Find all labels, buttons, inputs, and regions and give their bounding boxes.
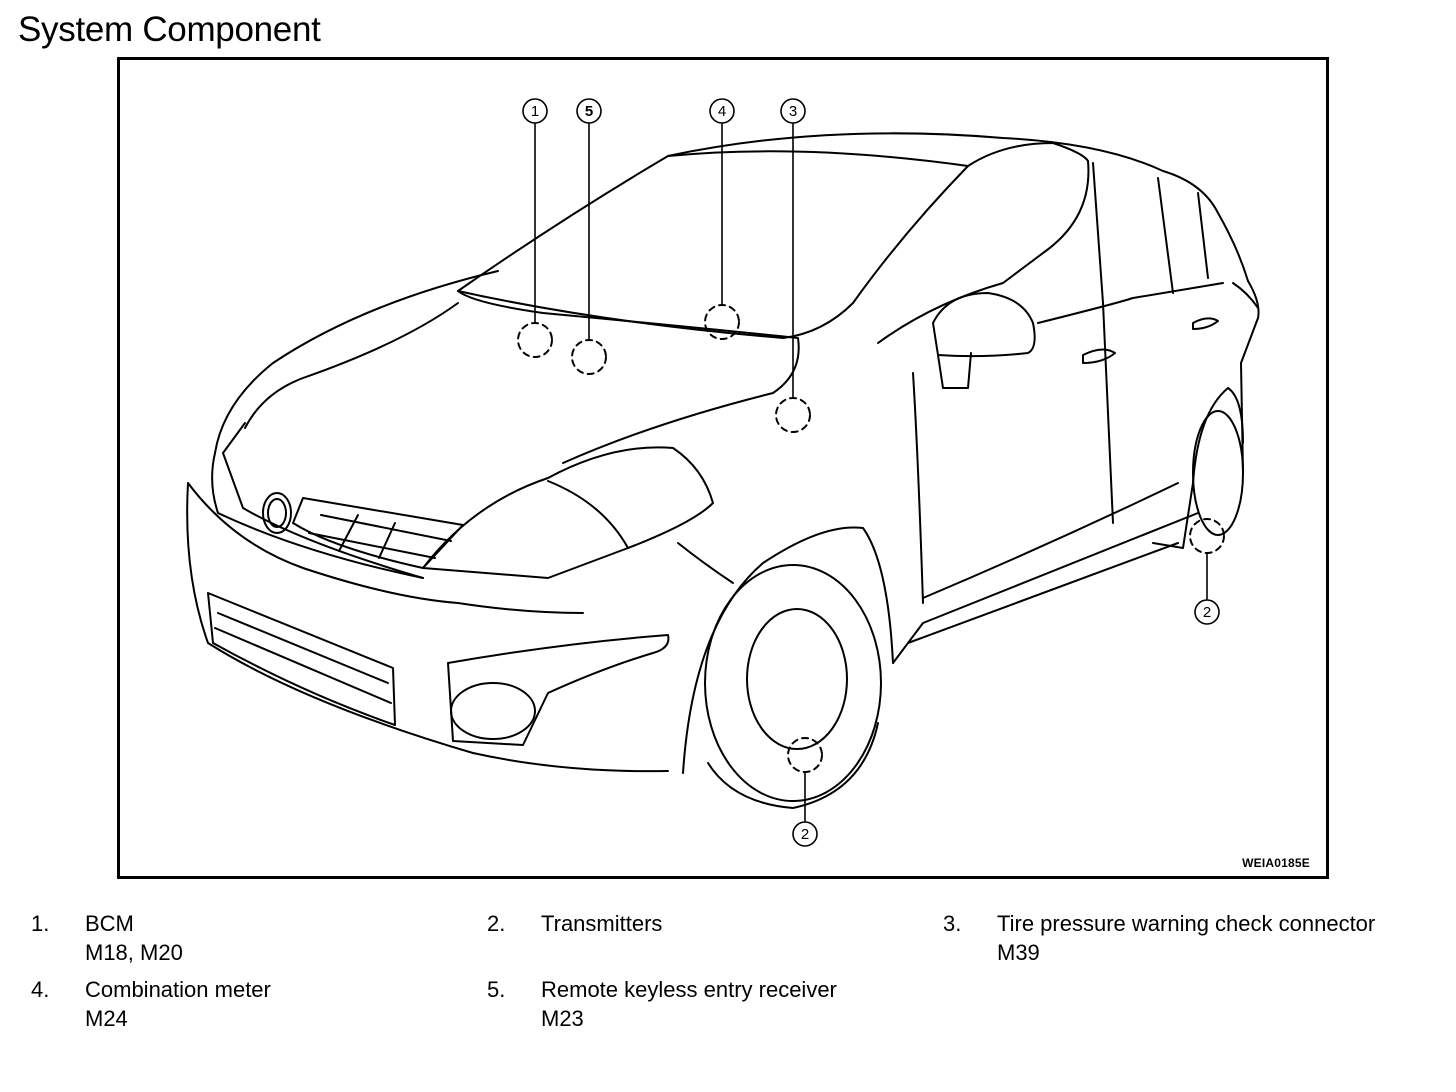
legend-codes: M39	[997, 940, 1040, 965]
car-illustration: 1 5 4 3 2 2	[186, 98, 1260, 847]
page-title: System Component	[18, 10, 321, 49]
legend-name: Remote keyless entry receiver	[541, 977, 837, 1002]
meter-location-marker	[704, 304, 740, 340]
callout-2-circle	[792, 821, 818, 847]
callout-1-circle	[522, 98, 548, 124]
callout-5-circle	[576, 98, 602, 124]
legend-number: 5.	[487, 977, 506, 1002]
legend-number: 4.	[31, 977, 50, 1002]
callout-number: 1	[531, 103, 539, 120]
callout-2-circle	[1194, 599, 1220, 625]
legend-name: Combination meter	[85, 977, 271, 1002]
callout-number: 3	[789, 103, 797, 120]
connector-location-marker	[775, 397, 811, 433]
callout-number: 2	[1203, 604, 1211, 621]
callout-4-circle	[709, 98, 735, 124]
legend-codes: M24	[85, 1006, 128, 1031]
legend-number: 1.	[31, 911, 50, 936]
legend-name: Tire pressure warning check connector	[997, 911, 1376, 936]
rear-transmitter-marker	[1189, 518, 1225, 554]
legend-name: Transmitters	[541, 911, 663, 936]
callout-3-circle	[780, 98, 806, 124]
figure-code: WEIA0185E	[1242, 856, 1310, 870]
legend-number: 3.	[943, 911, 962, 936]
callout-number: 5	[585, 103, 593, 120]
legend-codes: M23	[541, 1006, 584, 1031]
legend-number: 2.	[487, 911, 506, 936]
front-transmitter-marker	[787, 737, 823, 773]
bcm-location-marker	[517, 322, 553, 358]
callout-number: 4	[718, 103, 726, 120]
diagram-frame: 1 5 4 3 2 2 WEIA0185E	[117, 57, 1329, 879]
component-legend: 1. BCM M18, M20 2. Transmitters 3. Tire …	[0, 905, 1456, 1085]
legend-codes: M18, M20	[85, 940, 183, 965]
legend-name: BCM	[85, 911, 134, 936]
receiver-location-marker	[571, 339, 607, 375]
callout-number: 2	[801, 826, 809, 843]
